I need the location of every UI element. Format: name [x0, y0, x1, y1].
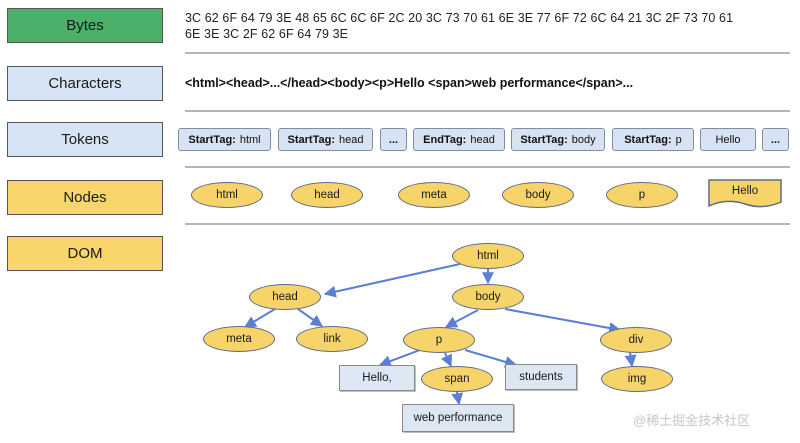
- node-hello-shape: Hello: [708, 179, 782, 208]
- edge-body-div: [504, 308, 622, 334]
- dom-node-div: div: [600, 327, 672, 353]
- token-name: head: [470, 133, 495, 146]
- node-p: p: [606, 182, 678, 208]
- token-hello: Hello: [700, 128, 756, 151]
- node-label: html: [216, 189, 238, 201]
- edge-p-hello: [378, 349, 421, 367]
- dom-node-img: img: [601, 366, 673, 392]
- edge-div-img: [624, 351, 637, 368]
- stage-nodes-label: Nodes: [63, 189, 107, 206]
- dom-node-body: body: [452, 284, 524, 310]
- node-html: html: [191, 182, 263, 208]
- token-type: StartTag:: [624, 133, 672, 146]
- token-type: StartTag:: [520, 133, 568, 146]
- dom-node-label: meta: [226, 333, 252, 345]
- dom-text-students: students: [505, 364, 577, 390]
- token-name: head: [338, 133, 364, 146]
- token-starttag-body: StartTag:body: [511, 128, 605, 151]
- divider-4: [185, 223, 790, 225]
- node-label: head: [314, 189, 340, 201]
- edge-head-meta: [243, 308, 276, 328]
- edge-p-span: [441, 352, 452, 368]
- token-ellipsis: ...: [380, 128, 407, 151]
- dom-text-label: web performance: [413, 412, 503, 424]
- token-starttag-p: StartTag:p: [612, 128, 694, 151]
- token-endtag-head: EndTag:head: [413, 128, 505, 151]
- dom-node-label: body: [475, 291, 501, 303]
- dom-node-label: link: [323, 333, 341, 345]
- stage-nodes: Nodes: [7, 180, 163, 215]
- node-body: body: [502, 182, 574, 208]
- edge-html-head: [323, 263, 461, 298]
- token-name: ...: [388, 133, 399, 146]
- dom-node-meta: meta: [203, 326, 275, 352]
- bytes-line-1: 3C 62 6F 64 79 3E 48 65 6C 6C 6F 2C 20 3…: [185, 11, 734, 25]
- node-label: body: [525, 189, 551, 201]
- bytes-line-2: 6E 3E 3C 2F 62 6F 64 79 3E: [185, 27, 349, 41]
- dom-node-label: div: [628, 334, 644, 346]
- divider-3: [185, 166, 790, 168]
- watermark-text: @稀土掘金技术社区: [633, 413, 751, 428]
- dom-text-hello: Hello,: [339, 365, 415, 391]
- stage-characters-label: Characters: [48, 75, 122, 92]
- node-hello-outline: [708, 179, 782, 208]
- dom-node-link: link: [296, 326, 368, 352]
- stage-bytes-label: Bytes: [66, 17, 104, 34]
- dom-node-label: head: [272, 291, 298, 303]
- dom-node-span: span: [421, 366, 493, 392]
- edge-head-link: [297, 308, 323, 327]
- divider-2: [185, 110, 790, 112]
- token-name: html: [239, 133, 261, 146]
- dom-node-label: p: [435, 334, 443, 346]
- dom-text-label: Hello,: [362, 372, 392, 384]
- stage-bytes: Bytes: [7, 8, 163, 43]
- token-type: EndTag:: [423, 133, 467, 146]
- token-starttag-head: StartTag:head: [278, 128, 373, 151]
- divider-1: [185, 52, 790, 54]
- token-name: ...: [770, 133, 781, 146]
- dom-node-label: img: [627, 373, 647, 385]
- dom-node-html: html: [452, 243, 524, 269]
- stage-dom: DOM: [7, 236, 163, 271]
- dom-node-label: span: [444, 373, 470, 385]
- token-type: StartTag:: [188, 133, 236, 146]
- token-starttag-html: StartTag:html: [178, 128, 271, 151]
- dom-text-label: students: [519, 371, 563, 383]
- node-label: p: [638, 189, 646, 201]
- dom-node-p: p: [403, 327, 475, 353]
- dom-text-web-performance: web performance: [402, 404, 514, 432]
- dom-node-label: html: [477, 250, 499, 262]
- edge-p-students: [464, 349, 518, 368]
- stage-characters: Characters: [7, 66, 163, 101]
- token-name: Hello: [715, 133, 741, 146]
- stage-tokens-label: Tokens: [61, 131, 109, 148]
- token-type: StartTag:: [287, 133, 335, 146]
- node-meta: meta: [398, 182, 470, 208]
- dom-node-head: head: [249, 284, 321, 310]
- node-head: head: [291, 182, 363, 208]
- node-label: meta: [421, 189, 447, 201]
- token-name: p: [675, 133, 682, 146]
- token-name: body: [571, 133, 596, 146]
- node-hello-label: Hello: [732, 185, 758, 197]
- edge-span-text: [451, 391, 464, 406]
- stage-tokens: Tokens: [7, 122, 163, 157]
- stage-dom-label: DOM: [67, 245, 103, 262]
- bytes-content: 3C 62 6F 64 79 3E 48 65 6C 6C 6F 2C 20 3…: [185, 10, 785, 42]
- characters-content: <html><head>...</head><body><p>Hello <sp…: [185, 76, 634, 90]
- edge-body-p: [444, 309, 479, 328]
- token-ellipsis-end: ...: [762, 128, 789, 151]
